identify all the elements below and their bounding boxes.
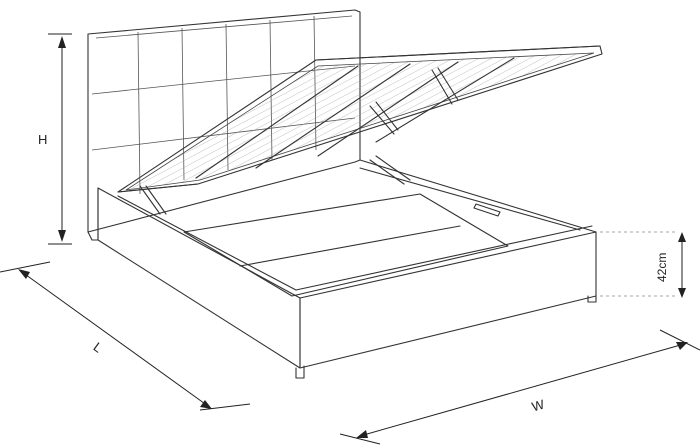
gas-lift-pistons (139, 67, 459, 215)
dimension-width (339, 329, 700, 445)
length-label: L (91, 339, 106, 355)
height-label: H (38, 132, 47, 147)
bed-frame (87, 159, 597, 379)
width-label: W (530, 396, 547, 414)
dimension-storage-height (600, 231, 686, 298)
storage-floor (183, 193, 509, 297)
storage-height-label: 42cm (655, 253, 669, 282)
lifted-slatted-base (117, 45, 603, 193)
dimension-length (0, 261, 251, 411)
dimension-height (48, 33, 72, 245)
